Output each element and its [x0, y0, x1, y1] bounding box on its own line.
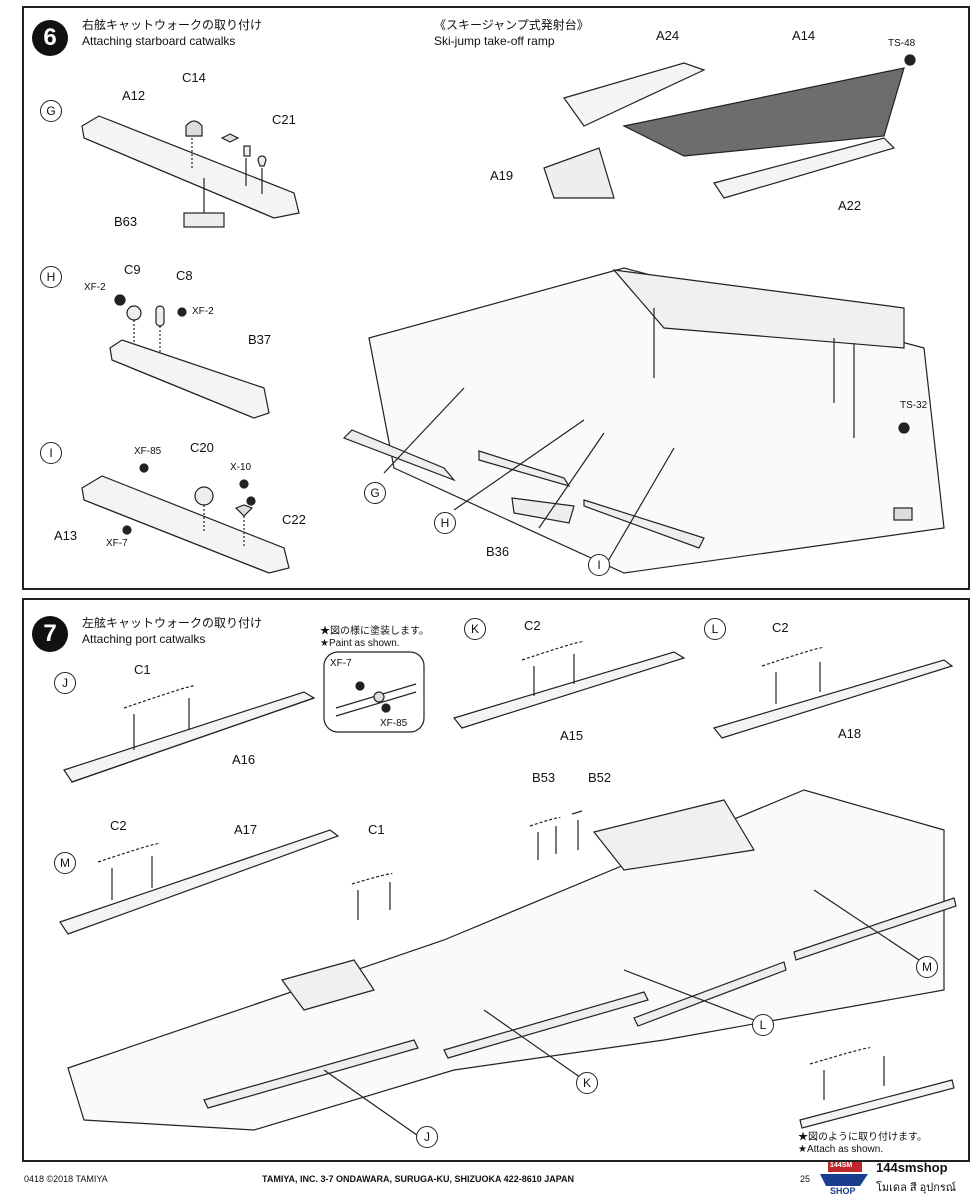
part-label: A12	[122, 88, 146, 103]
marker-i-hull: I	[588, 554, 610, 576]
part-label: B63	[114, 214, 138, 229]
part-label: B37	[248, 332, 272, 347]
part-label: C1	[134, 662, 151, 677]
step-title-en: Attaching port catwalks	[82, 632, 206, 646]
footer-code: 0418 ©2018 TAMIYA	[24, 1174, 108, 1184]
marker-m: M	[54, 852, 76, 874]
step-7-drawing	[59, 641, 957, 1141]
marker-g: G	[40, 100, 62, 122]
marker-g-hull: G	[364, 482, 386, 504]
paint-label: XF-7	[106, 538, 128, 549]
ramp-title-jp: 《スキージャンプ式発射台》	[434, 18, 589, 32]
attach-note-en: ★Attach as shown.	[798, 1144, 884, 1155]
part-label: C2	[524, 618, 541, 633]
shop-tagline: โมเดล สี อุปกรณ์	[876, 1182, 956, 1194]
marker-h: H	[40, 266, 62, 288]
step-title-jp: 右舷キャットウォークの取り付け	[82, 18, 263, 32]
marker-l-hull: L	[752, 1014, 774, 1036]
step-number: 6	[32, 20, 68, 56]
part-label: A17	[234, 822, 258, 837]
ramp-title-en: Ski-jump take-off ramp	[434, 34, 555, 48]
part-label: A22	[838, 198, 862, 213]
part-label: C22	[282, 512, 306, 527]
shop-name: 144smshop	[876, 1160, 948, 1175]
paint-label: TS-32	[900, 400, 928, 411]
attach-note-jp: ★図のように取り付けます。	[798, 1132, 927, 1143]
paint-label: XF-85	[134, 446, 162, 457]
inset-paint-label: XF-7	[330, 658, 352, 669]
step-title-en: Attaching starboard catwalks	[82, 34, 236, 48]
part-label: C9	[124, 262, 141, 277]
marker-j-hull: J	[416, 1126, 438, 1148]
marker-l: L	[704, 618, 726, 640]
paint-label: XF-2	[192, 306, 214, 317]
part-label: A15	[560, 728, 584, 743]
part-label: B36	[486, 544, 510, 559]
page-number: 25	[800, 1174, 811, 1184]
part-label: C20	[190, 440, 214, 455]
marker-j: J	[54, 672, 76, 694]
step-7-panel: 7 左舷キャットウォークの取り付け Attaching port catwalk…	[22, 598, 970, 1162]
marker-i: I	[40, 442, 62, 464]
marker-m-hull: M	[916, 956, 938, 978]
part-label: C1	[368, 822, 385, 837]
part-label: B53	[532, 770, 556, 785]
part-label: C14	[182, 70, 206, 85]
paint-note-jp: ★図の様に塗装します。	[320, 626, 429, 637]
part-label: C2	[110, 818, 127, 833]
step-number: 7	[32, 616, 68, 652]
footer-address: TAMIYA, INC. 3-7 ONDAWARA, SURUGA-KU, SH…	[262, 1174, 575, 1184]
paint-label: TS-48	[888, 38, 916, 49]
shop-logo-icon	[820, 1162, 868, 1186]
part-label: C8	[176, 268, 193, 283]
shop-logo: 144SM SHOP	[818, 1160, 870, 1196]
part-label: A13	[54, 528, 78, 543]
step-6-drawing	[81, 54, 945, 574]
shop-logo-sub: SHOP	[830, 1186, 856, 1196]
inset-paint-label: XF-85	[380, 718, 408, 729]
marker-k-hull: K	[576, 1072, 598, 1094]
paint-label: XF-2	[84, 282, 106, 293]
paint-label: X-10	[230, 462, 252, 473]
part-label: A14	[792, 28, 816, 43]
part-label: A19	[490, 168, 514, 183]
step-6-panel: 6 右舷キャットウォークの取り付け Attaching starboard ca…	[22, 6, 970, 590]
part-label: C2	[772, 620, 789, 635]
part-label: B52	[588, 770, 612, 785]
step-title-jp: 左舷キャットウォークの取り付け	[82, 616, 263, 630]
part-label: C21	[272, 112, 296, 127]
part-label: A16	[232, 752, 256, 767]
marker-h-hull: H	[434, 512, 456, 534]
part-label: A24	[656, 28, 680, 43]
part-label: A18	[838, 726, 862, 741]
paint-note-en: ★Paint as shown.	[320, 638, 400, 649]
marker-k: K	[464, 618, 486, 640]
shop-logo-text: 144SM	[830, 1162, 853, 1169]
